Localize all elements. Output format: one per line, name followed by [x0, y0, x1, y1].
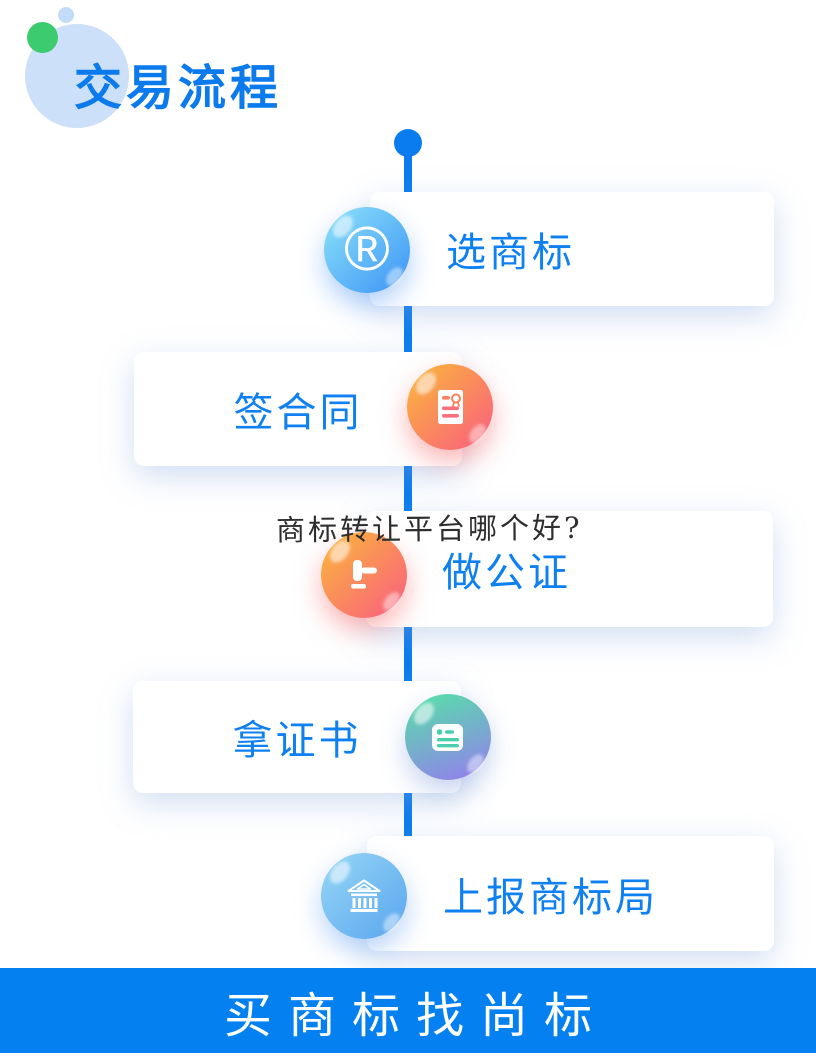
- decor-circle-small: [58, 7, 74, 23]
- step-label: 上报商标局: [443, 875, 658, 920]
- footer-banner: 买商标找尚标: [0, 968, 816, 1053]
- certificate-card-icon: [405, 694, 491, 780]
- registered-trademark-icon: ®: [324, 207, 410, 293]
- contract-document-icon: [407, 364, 493, 450]
- timeline-line: [404, 143, 412, 840]
- gavel-icon: [321, 532, 407, 618]
- bank-building-icon: [321, 853, 407, 939]
- step-card-choose-trademark: 选商标: [370, 192, 774, 306]
- step-card-report-trademark-office: 上报商标局: [367, 836, 774, 951]
- step-label: 做公证: [442, 551, 571, 595]
- step-label: 选商标: [446, 231, 575, 275]
- step-card-notarization: 做公证: [366, 511, 773, 627]
- watermark-text: 商标转让平台哪个好?: [275, 510, 583, 548]
- step-label: 拿证书: [232, 719, 362, 763]
- decor-circle-green: [27, 22, 58, 53]
- step-label: 签合同: [233, 391, 363, 435]
- timeline-start-dot: [394, 129, 422, 157]
- footer-banner-text: 买商标找尚标: [223, 989, 608, 1043]
- page-title: 交易流程: [74, 62, 283, 115]
